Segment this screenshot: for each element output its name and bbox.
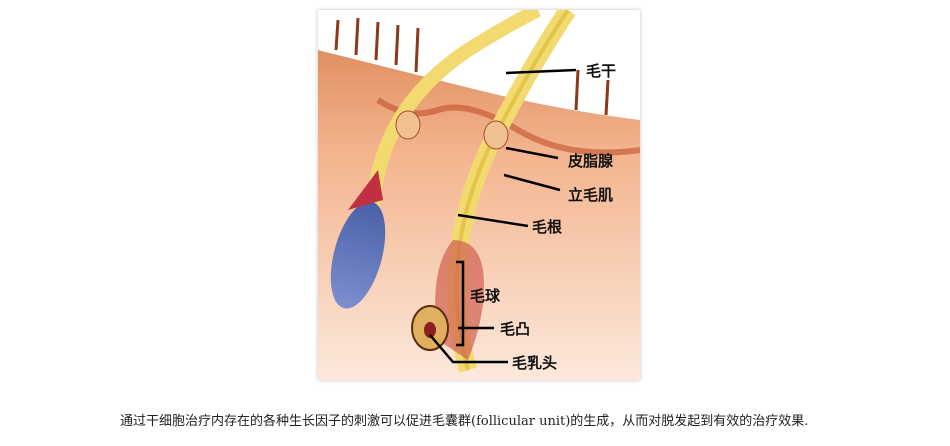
label-hair-bulb: 毛球 (470, 287, 501, 305)
hair-follicle-illustration (318, 10, 640, 380)
label-dermal-papilla: 毛乳头 (512, 354, 558, 372)
label-bulge: 毛凸 (500, 320, 531, 338)
label-arrector-pili: 立毛肌 (568, 186, 614, 204)
caption-text: 通过干细胞治疗内存在的各种生长因子的刺激可以促进毛囊群(follicular u… (120, 414, 809, 429)
label-hair-root: 毛根 (532, 218, 563, 236)
label-sebaceous-gland: 皮脂腺 (568, 152, 614, 170)
label-hair-shaft: 毛干 (586, 62, 617, 80)
hair-follicle-diagram: 毛干 皮脂腺 立毛肌 毛根 毛球 毛凸 毛乳头 (318, 10, 640, 380)
